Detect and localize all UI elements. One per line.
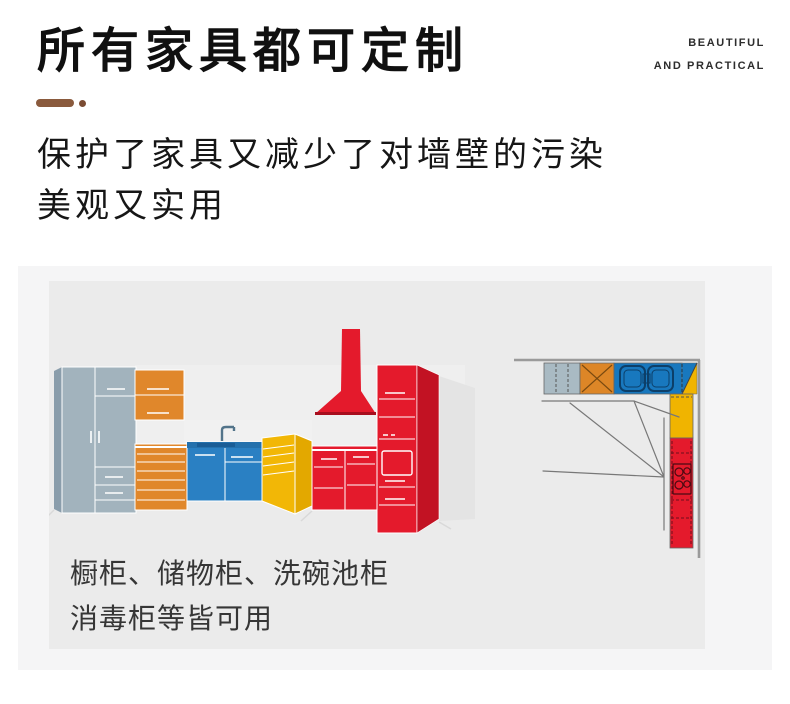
- plan-sink-cabinet: [613, 362, 683, 395]
- plan-leader-lines: [541, 400, 680, 531]
- wardrobe-cabinet: [54, 366, 137, 514]
- figure-inner-panel: 橱柜、储物柜、洗碗池柜 消毒柜等皆可用: [49, 281, 705, 649]
- subtitle-line-2: 美观又实用: [37, 187, 227, 225]
- figure-caption-line-2: 消毒柜等皆可用: [70, 603, 274, 634]
- range-hood: [315, 329, 376, 415]
- divider-dash: [36, 99, 74, 107]
- drawer-unit-orange: [134, 443, 188, 511]
- page-title: 所有家具都可定制: [37, 25, 470, 78]
- plan-corner-cabinet: [681, 362, 698, 395]
- kitchen-plan-view: [514, 358, 701, 558]
- divider-dot: [79, 99, 86, 107]
- plan-cooktop-icon: [672, 463, 692, 495]
- plan-cabinet-red: [669, 437, 694, 549]
- oven-icon: [381, 450, 413, 476]
- faucet-icon: [220, 425, 236, 441]
- subtitle: 保护了家具又减少了对墙壁的污染 美观又实用: [37, 130, 607, 232]
- plan-cabinet-gray: [543, 362, 581, 395]
- plan-cabinet-yellow: [669, 393, 694, 439]
- tagline-line-1: BEAUTIFUL: [688, 37, 765, 49]
- sink-cabinet-blue: [186, 425, 263, 502]
- tall-cabinet-red: [376, 364, 440, 534]
- kitchen-illustration: [49, 329, 701, 558]
- figure-panel: 橱柜、储物柜、洗碗池柜 消毒柜等皆可用: [18, 266, 772, 670]
- wall-cabinet-orange: [134, 369, 185, 421]
- tagline-line-2: AND PRACTICAL: [653, 60, 765, 72]
- tagline: BEAUTIFUL AND PRACTICAL: [654, 32, 765, 78]
- floor-lines: [49, 509, 452, 530]
- subtitle-line-1: 保护了家具又减少了对墙壁的污染: [37, 136, 607, 174]
- kitchen-front-view: [49, 329, 475, 534]
- side-wall: [439, 376, 475, 521]
- plan-walls: [514, 358, 701, 558]
- corner-cabinet-yellow: [261, 433, 313, 515]
- plan-orange-cross: [581, 364, 613, 393]
- figure-caption-line-1: 橱柜、储物柜、洗碗池柜: [70, 558, 390, 589]
- base-cabinet-red: [311, 445, 378, 511]
- figure-caption: 橱柜、储物柜、洗碗池柜 消毒柜等皆可用: [70, 551, 389, 641]
